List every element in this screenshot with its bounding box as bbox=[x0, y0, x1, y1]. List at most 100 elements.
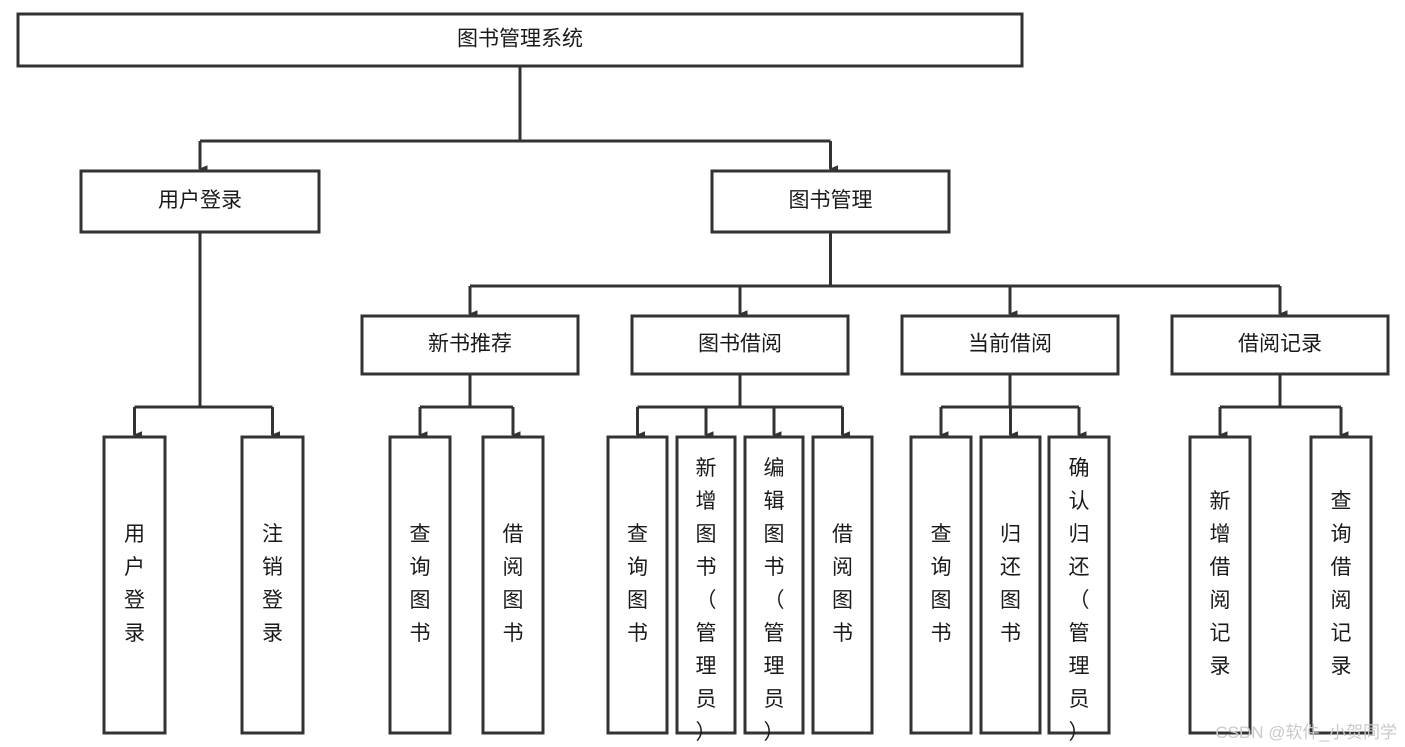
node-label-char: 询 bbox=[627, 556, 648, 579]
node-label: 借阅记录 bbox=[1238, 333, 1322, 356]
node-label-char: 图 bbox=[832, 589, 853, 612]
node-label: 当前借阅 bbox=[968, 333, 1052, 356]
node-label-char: 登 bbox=[124, 589, 145, 612]
node-label-char: 询 bbox=[931, 556, 952, 579]
connector-layer bbox=[133, 66, 1349, 439]
node-label-char: 借 bbox=[1331, 556, 1352, 579]
node-label-char: 阅 bbox=[1331, 589, 1352, 612]
node-box bbox=[606, 435, 669, 735]
node-login[interactable]: 用户登录 bbox=[79, 169, 321, 234]
node-label-char: 认 bbox=[1069, 490, 1090, 513]
node-label-char: 图 bbox=[503, 589, 524, 612]
node-label-char: 阅 bbox=[503, 556, 524, 579]
node-label-char: 员 bbox=[1069, 688, 1090, 711]
node-label-char: 管 bbox=[696, 622, 717, 645]
node-label-char: 查 bbox=[410, 523, 431, 546]
node-bookmgmt[interactable]: 图书管理 bbox=[710, 169, 951, 234]
node-label-char: 注 bbox=[262, 523, 283, 546]
node-box bbox=[909, 435, 973, 735]
node-label-char: 员 bbox=[696, 688, 717, 711]
node-label-char: 借 bbox=[832, 523, 853, 546]
node-label-char: 户 bbox=[124, 556, 145, 579]
node-label-char: 阅 bbox=[1210, 589, 1231, 612]
node-label-char: 图 bbox=[410, 589, 431, 612]
node-box bbox=[811, 435, 874, 735]
node-layer: 图书管理系统用户登录图书管理新书推荐图书借阅当前借阅借阅记录用户登录注销登录查询… bbox=[16, 12, 1390, 744]
node-label-char: （ bbox=[696, 589, 717, 612]
node-label-char: 还 bbox=[1069, 556, 1090, 579]
node-box bbox=[675, 435, 737, 735]
node-label-char: 询 bbox=[1331, 523, 1352, 546]
node-label-char: 销 bbox=[262, 556, 283, 579]
node-box bbox=[79, 169, 321, 234]
node-label-char: 询 bbox=[410, 556, 431, 579]
node-box bbox=[1188, 435, 1252, 735]
node-label-char: 辑 bbox=[764, 490, 785, 513]
node-box bbox=[743, 435, 805, 735]
node-label-char: 理 bbox=[764, 655, 785, 678]
node-label-char: 查 bbox=[931, 523, 952, 546]
node-label-char: 借 bbox=[1210, 556, 1231, 579]
node-box bbox=[240, 435, 305, 735]
node-box bbox=[630, 314, 850, 376]
node-label-char: 记 bbox=[1210, 622, 1231, 645]
node-label-char: 书 bbox=[627, 622, 648, 645]
node-label-char: 理 bbox=[696, 655, 717, 678]
node-label-char: （ bbox=[1069, 589, 1090, 612]
node-root[interactable]: 图书管理系统 bbox=[16, 12, 1024, 68]
node-label-char: 图 bbox=[627, 589, 648, 612]
node-label-char: 登 bbox=[262, 589, 283, 612]
node-label-char: 图 bbox=[764, 523, 785, 546]
node-label-char: 还 bbox=[1000, 556, 1021, 579]
node-label: 图书管理系统 bbox=[457, 28, 583, 51]
node-label-char: 确 bbox=[1069, 457, 1090, 480]
node-label-char: 图 bbox=[931, 589, 952, 612]
node-label-char: 书 bbox=[764, 556, 785, 579]
node-label-char: ） bbox=[696, 721, 717, 744]
node-label-char: 管 bbox=[764, 622, 785, 645]
node-label-char: 录 bbox=[262, 622, 283, 645]
node-label-char: 用 bbox=[124, 523, 145, 546]
node-label-char: ） bbox=[1069, 721, 1090, 744]
node-current[interactable]: 当前借阅 bbox=[900, 314, 1120, 376]
node-box bbox=[388, 435, 452, 735]
node-label-char: 书 bbox=[696, 556, 717, 579]
node-newbook[interactable]: 新书推荐 bbox=[360, 314, 580, 376]
node-label-char: 录 bbox=[1331, 655, 1352, 678]
node-label-char: 书 bbox=[1000, 622, 1021, 645]
node-label-char: 记 bbox=[1331, 622, 1352, 645]
node-label-char: 借 bbox=[503, 523, 524, 546]
node-box bbox=[1309, 435, 1373, 735]
node-records[interactable]: 借阅记录 bbox=[1170, 314, 1390, 376]
node-label-char: 图 bbox=[696, 523, 717, 546]
node-label-char: 书 bbox=[832, 622, 853, 645]
node-label-char: ） bbox=[764, 721, 785, 744]
node-box bbox=[360, 314, 580, 376]
node-label-char: 编 bbox=[764, 457, 785, 480]
node-label-char: 图 bbox=[1000, 589, 1021, 612]
node-label: 图书借阅 bbox=[698, 333, 782, 356]
node-label: 新书推荐 bbox=[428, 333, 512, 356]
node-box bbox=[979, 435, 1042, 735]
node-box bbox=[102, 435, 167, 735]
node-label-char: 新 bbox=[1210, 490, 1231, 513]
node-borrow[interactable]: 图书借阅 bbox=[630, 314, 850, 376]
node-label-char: 书 bbox=[410, 622, 431, 645]
node-leaf-user-login[interactable]: 用户登录 bbox=[102, 435, 167, 735]
node-label-char: 增 bbox=[1210, 523, 1231, 546]
node-label-char: 员 bbox=[764, 688, 785, 711]
node-label: 图书管理 bbox=[789, 189, 873, 212]
node-box bbox=[16, 12, 1024, 68]
